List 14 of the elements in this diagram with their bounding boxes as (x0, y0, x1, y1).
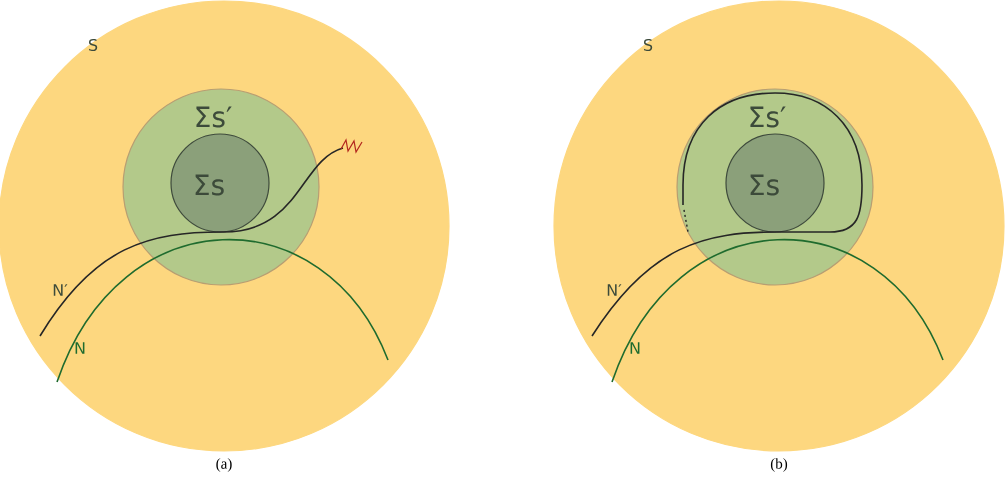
inner-circle (725, 133, 825, 233)
set-label: Σs′ (196, 106, 232, 128)
inner-circle (170, 133, 270, 233)
region-label: S (644, 38, 653, 52)
curve-label: N′ (607, 284, 622, 296)
curve-label: N′ (53, 284, 68, 296)
set-label: Σs′ (750, 106, 786, 128)
set-label: Σs (195, 174, 224, 196)
panel-caption: (b) (770, 458, 788, 472)
set-label: Σs (750, 174, 779, 196)
curve-label: N (630, 342, 640, 354)
panel-caption: (a) (216, 458, 232, 472)
curve-label: N (75, 342, 85, 354)
region-label: S (89, 38, 98, 52)
